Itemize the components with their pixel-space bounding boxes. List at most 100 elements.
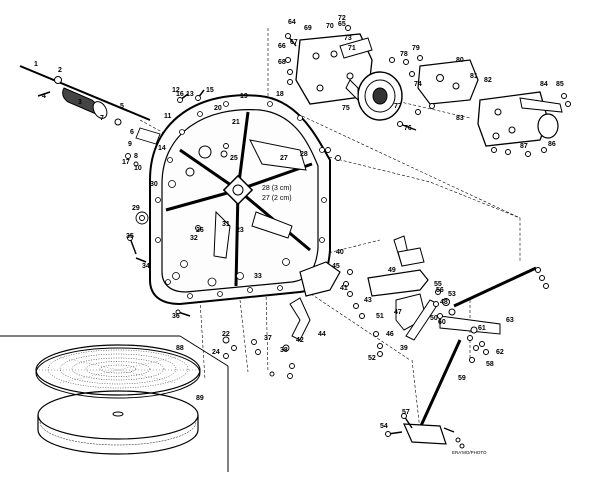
part-number-label: 54 <box>380 423 388 430</box>
chassis-inner-rim <box>161 109 319 293</box>
foot-bracket <box>403 423 447 445</box>
part-number-label: 26 <box>196 227 204 234</box>
part-number-label: 48 <box>440 299 448 306</box>
chassis-cam-arm <box>249 139 307 171</box>
part-number-label: 78 <box>400 51 408 58</box>
part-number-label: 4 <box>42 93 46 100</box>
part-number-label: 65 <box>338 21 346 28</box>
part-number-label: 25 <box>230 155 238 162</box>
part-number-label: 39 <box>400 345 408 352</box>
part-number-label: 20 <box>214 105 222 112</box>
push-rod-lower <box>418 339 462 429</box>
part-number-label: 31 <box>222 221 230 228</box>
part-number-label: 76 <box>404 125 412 132</box>
part-number-label: 23 <box>236 227 244 234</box>
cam-follower-link <box>397 247 425 267</box>
part-number-label: 46 <box>386 331 394 338</box>
motor-bracket-arm <box>339 37 373 59</box>
part-number-label: 77 <box>394 103 402 110</box>
credit-text: ERA'MO/PHOTO <box>452 450 487 455</box>
part-number-label: 82 <box>484 77 492 84</box>
part-number-label: 19 <box>240 93 248 100</box>
spindle-nut <box>54 76 62 84</box>
part-number-label: 24 <box>212 349 220 356</box>
part-number-label: 84 <box>540 81 548 88</box>
spindle-assembly <box>19 65 151 126</box>
arm-mount-plate <box>477 91 549 147</box>
part-number-label: 30 <box>150 181 158 188</box>
motor-bracket-assembly <box>285 25 571 157</box>
part-labels: 1234567891011121314151617181920212223242… <box>34 15 564 430</box>
part-number-label: 87 <box>520 143 528 150</box>
part-number-label: 72 <box>338 15 346 22</box>
part-number-label: 89 <box>196 395 204 402</box>
part-number-label: 67 <box>290 39 298 46</box>
part-number-label: 41 <box>340 285 348 292</box>
part-number-label: 13 <box>186 91 194 98</box>
part-number-label: 2 <box>58 67 62 74</box>
part-number-label: 55 <box>434 281 442 288</box>
dimension-note: 27 (2 cm) <box>262 195 292 202</box>
part-number-label: 85 <box>556 81 564 88</box>
chassis-bracket <box>251 211 293 239</box>
turntable-mat <box>35 344 201 399</box>
part-number-label: 69 <box>304 25 312 32</box>
chassis-spoke <box>234 189 240 287</box>
part-number-label: 81 <box>470 73 478 80</box>
part-number-label: 35 <box>126 233 134 240</box>
part-number-label: 50 <box>430 315 438 322</box>
part-number-label: 27 <box>280 155 288 162</box>
chassis-plate <box>149 94 331 306</box>
chassis-gear <box>198 145 212 159</box>
link-arm <box>439 315 501 335</box>
part-number-label: 6 <box>130 129 134 136</box>
lever-linkage-assembly <box>289 235 549 449</box>
part-number-label: 86 <box>548 141 556 148</box>
platter-inset <box>0 335 229 472</box>
part-number-label: 7 <box>100 115 104 122</box>
part-number-label: 79 <box>412 45 420 52</box>
part-number-label: 18 <box>276 91 284 98</box>
part-number-label: 21 <box>232 119 240 126</box>
trip-lever <box>289 297 311 341</box>
part-number-label: 57 <box>402 409 410 416</box>
part-number-label: 16 <box>176 91 184 98</box>
spindle-screw <box>37 91 51 97</box>
part-number-label: 32 <box>190 235 198 242</box>
part-number-label: 51 <box>376 313 384 320</box>
part-number-label: 66 <box>278 43 286 50</box>
part-number-label: 5 <box>120 103 124 110</box>
idler-bracket <box>417 59 479 105</box>
inset-border-right <box>179 335 229 367</box>
part-number-label: 53 <box>448 291 456 298</box>
chassis-hub-bearing <box>232 184 244 196</box>
spindle-shaft <box>19 65 151 121</box>
part-number-label: 28 <box>300 151 308 158</box>
part-number-label: 36 <box>172 313 180 320</box>
part-number-label: 73 <box>344 35 352 42</box>
part-number-label: 38 <box>280 347 288 354</box>
part-number-label: 17 <box>122 159 130 166</box>
part-number-label: 80 <box>456 57 464 64</box>
part-number-label: 71 <box>348 45 356 52</box>
part-number-label: 22 <box>222 331 230 338</box>
part-number-label: 9 <box>128 141 132 148</box>
part-number-label: 15 <box>206 87 214 94</box>
part-number-label: 75 <box>342 105 350 112</box>
part-number-label: 59 <box>458 375 466 382</box>
part-number-label: 56 <box>436 287 444 294</box>
part-number-label: 70 <box>326 23 334 30</box>
selector-arm <box>367 269 429 297</box>
assembly-leader-lines <box>139 28 521 431</box>
part-number-label: 83 <box>456 115 464 122</box>
part-number-label: 40 <box>336 249 344 256</box>
part-number-label: 10 <box>134 165 142 172</box>
chassis-fasteners <box>125 89 341 379</box>
dimension-notes: 28 (3 cm) 27 (2 cm) <box>262 185 292 202</box>
part-number-label: 37 <box>264 335 272 342</box>
chassis-spoke <box>165 188 239 212</box>
part-number-label: 61 <box>478 325 486 332</box>
chassis-lever <box>213 210 231 259</box>
part-number-label: 33 <box>254 273 262 280</box>
